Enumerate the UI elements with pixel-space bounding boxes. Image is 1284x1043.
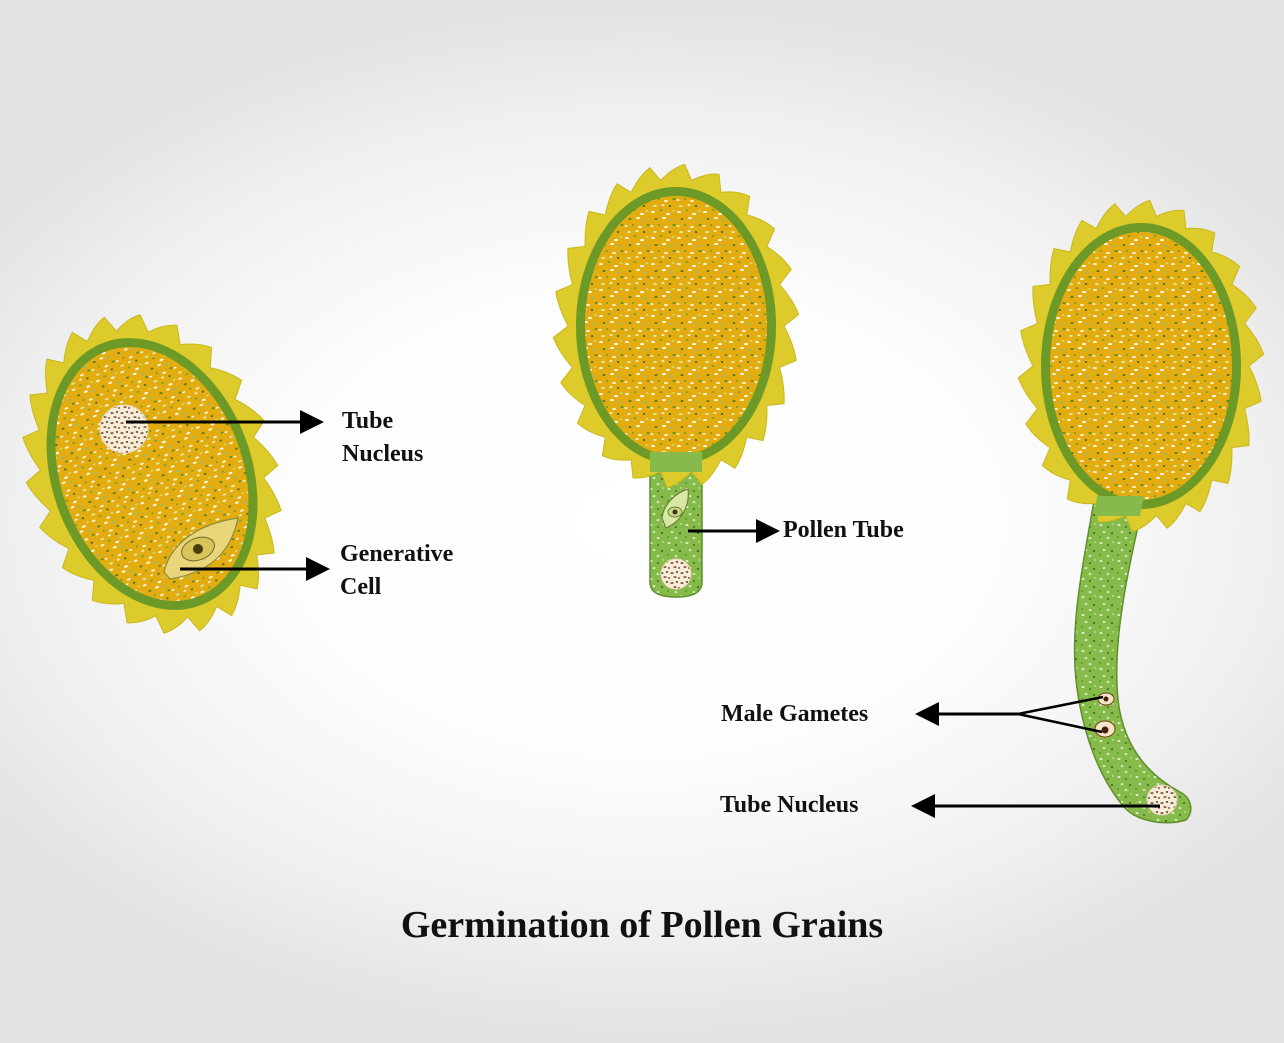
generative-cell: [163, 517, 239, 580]
diagram-title: Germination of Pollen Grains: [400, 904, 884, 946]
arrow-male-gametes-fork: [1017, 695, 1104, 734]
label-male-gametes: Male Gametes: [721, 701, 869, 727]
label-generative-cell-line1: Generative: [340, 541, 454, 567]
label-pollen-tube: Pollen Tube: [783, 517, 904, 543]
label-tube-nucleus-1-line2: Nucleus: [342, 441, 424, 467]
pollen-grain-3-cytoplasm: [1050, 232, 1232, 500]
generative-cell-in-tube: [661, 488, 689, 529]
pollen-grain-3: [1017, 199, 1265, 824]
arrows: [126, 410, 1160, 818]
pollen-tube-long: [1073, 494, 1192, 824]
label-tube-nucleus-1: Tube Nucleus: [342, 405, 423, 471]
pollen-tube-short: [649, 455, 703, 598]
tube-nucleus-2: [660, 558, 692, 590]
pollen-grain-2: [552, 163, 800, 598]
label-generative-cell-line2: Cell: [340, 574, 382, 600]
label-tube-nucleus-1-line1: Tube: [342, 408, 394, 434]
tube-nucleus-1: [99, 404, 149, 454]
tube-nucleus-3: [1146, 784, 1178, 816]
label-generative-cell: Generative Cell: [340, 538, 453, 604]
pollen-grain-2-cytoplasm: [585, 196, 767, 456]
label-tube-nucleus-2: Tube Nucleus: [720, 792, 859, 818]
pollen-grain-1: [22, 314, 282, 634]
